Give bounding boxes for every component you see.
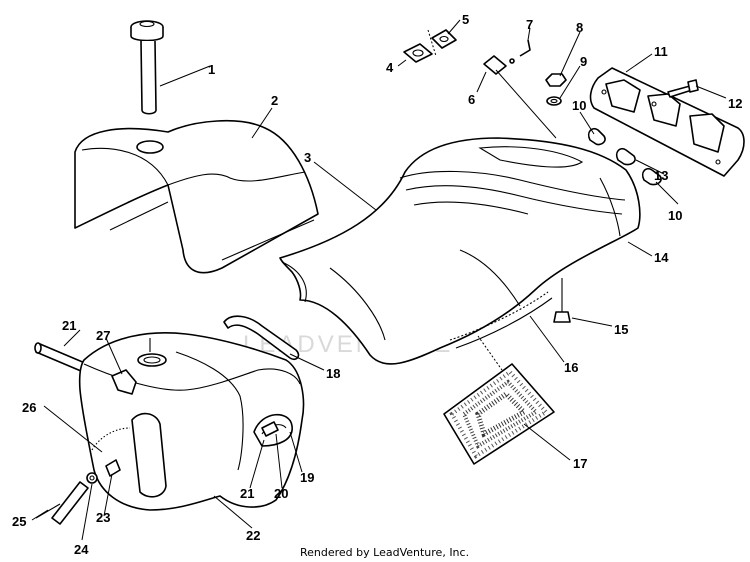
callout-1: 1 [208, 62, 215, 77]
callout-21-lower: 21 [240, 486, 254, 501]
callout-20: 20 [274, 486, 288, 501]
callout-22: 22 [246, 528, 260, 543]
callout-26: 26 [22, 400, 36, 415]
part-12-screw [667, 79, 699, 98]
part-22-fuel-tank [78, 332, 305, 511]
callout-5: 5 [462, 12, 469, 27]
footer-credit: Rendered by LeadVenture, Inc. [300, 546, 469, 559]
callout-14: 14 [654, 250, 669, 265]
part-13-bulb [615, 147, 636, 166]
part-20-fitting [261, 421, 279, 437]
part-17-foam-pad [443, 335, 555, 465]
callout-18: 18 [326, 366, 340, 381]
callout-16: 16 [564, 360, 578, 375]
part-9-washer [546, 96, 562, 106]
leader-lines [31, 19, 727, 541]
callout-6: 6 [468, 92, 475, 107]
callout-24: 24 [74, 542, 89, 557]
callout-17: 17 [573, 456, 587, 471]
part-25-hose [35, 481, 89, 525]
part-3-seat [279, 137, 641, 365]
part-4-grommet [403, 43, 433, 63]
callout-4: 4 [386, 60, 394, 75]
callout-12: 12 [728, 96, 742, 111]
part-15-bolt [553, 278, 571, 323]
callout-27: 27 [96, 328, 110, 343]
callout-8: 8 [576, 20, 583, 35]
callout-11: 11 [654, 44, 668, 59]
callout-21-upper: 21 [62, 318, 76, 333]
callout-9: 9 [580, 54, 587, 69]
callout-3: 3 [304, 150, 311, 165]
part-6-bracket [483, 55, 557, 139]
part-1-filler-neck [130, 20, 164, 115]
callout-15: 15 [614, 322, 628, 337]
part-18-handle [223, 315, 300, 361]
callout-10-lower: 10 [668, 208, 682, 223]
part-8-nut [545, 73, 567, 87]
callouts: 1 2 3 4 5 6 7 8 9 10 10 11 12 13 14 15 1… [12, 12, 742, 557]
callout-19: 19 [300, 470, 314, 485]
part-23-fitting [105, 459, 121, 477]
callout-25: 25 [12, 514, 26, 529]
part-2-tank-cover [74, 120, 319, 274]
callout-13: 13 [654, 168, 668, 183]
part-16-seat-base [449, 291, 553, 349]
part-10-bulb-lower [641, 167, 662, 186]
callout-23: 23 [96, 510, 110, 525]
part-11-taillight [589, 67, 745, 177]
callout-7: 7 [526, 17, 533, 32]
part-5-grommet [427, 29, 457, 57]
part-27-valve [111, 369, 137, 395]
part-7-screw [509, 39, 531, 64]
part-24-clamp [86, 472, 98, 484]
callout-10-upper: 10 [572, 98, 586, 113]
callout-2: 2 [271, 93, 278, 108]
part-10-bulb-upper [587, 127, 606, 146]
